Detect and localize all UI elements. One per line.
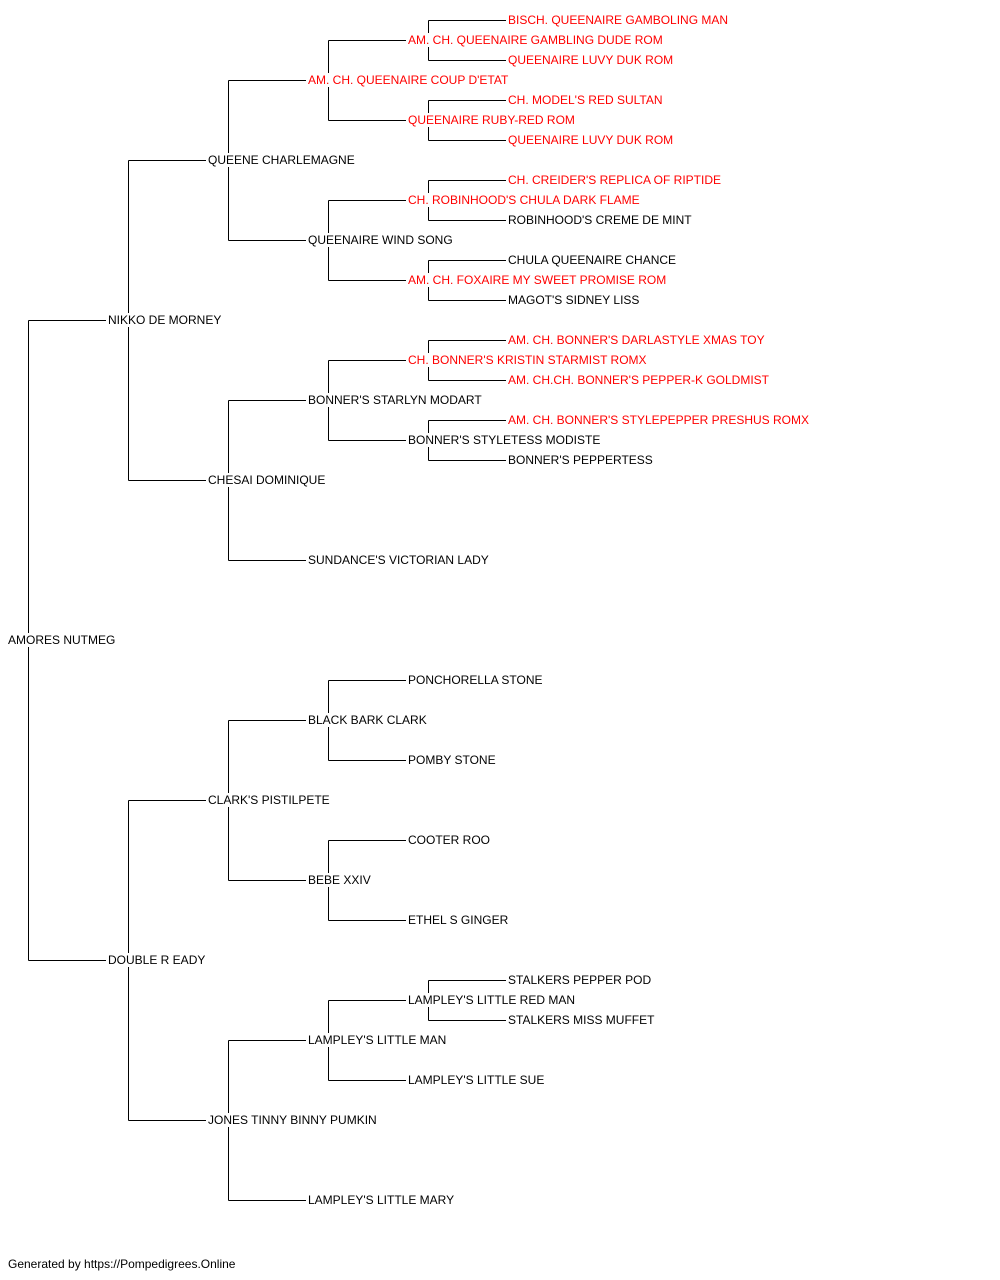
pedigree-node-pomby-stone: POMBY STONE (408, 753, 498, 767)
pedigree-node-lampley-s-little-sue: LAMPLEY'S LITTLE SUE (408, 1073, 547, 1087)
pedigree-node-am-ch-ch-bonner-s-pepper-k-goldmist: AM. CH.CH. BONNER'S PEPPER-K GOLDMIST (508, 373, 771, 387)
pedigree-node-am-ch-queenaire-coup-d-etat: AM. CH. QUEENAIRE COUP D'ETAT (308, 73, 511, 87)
pedigree-node-bonner-s-starlyn-modart: BONNER'S STARLYN MODART (308, 393, 484, 407)
pedigree-node-lampley-s-little-mary: LAMPLEY'S LITTLE MARY (308, 1193, 457, 1207)
pedigree-node-bisch-queenaire-gamboling-man: BISCH. QUEENAIRE GAMBOLING MAN (508, 13, 731, 27)
pedigree-node-ponchorella-stone: PONCHORELLA STONE (408, 673, 545, 687)
pedigree-node-queene-charlemagne: QUEENE CHARLEMAGNE (208, 153, 357, 167)
pedigree-node-am-ch-bonner-s-darlastyle-xmas-toy: AM. CH. BONNER'S DARLASTYLE XMAS TOY (508, 333, 767, 347)
pedigree-node-am-ch-foxaire-my-sweet-promise-rom: AM. CH. FOXAIRE MY SWEET PROMISE ROM (408, 273, 669, 287)
pedigree-node-cooter-roo: COOTER ROO (408, 833, 493, 847)
pedigree-node-chula-queenaire-chance: CHULA QUEENAIRE CHANCE (508, 253, 679, 267)
pedigree-node-queenaire-luvy-duk-rom: QUEENAIRE LUVY DUK ROM (508, 53, 676, 67)
pedigree-node-ch-bonner-s-kristin-starmist-romx: CH. BONNER'S KRISTIN STARMIST ROMX (408, 353, 649, 367)
pedigree-node-chesai-dominique: CHESAI DOMINIQUE (208, 473, 328, 487)
pedigree-node-black-bark-clark: BLACK BARK CLARK (308, 713, 429, 727)
pedigree-node-queenaire-luvy-duk-rom: QUEENAIRE LUVY DUK ROM (508, 133, 676, 147)
pedigree-node-robinhood-s-creme-de-mint: ROBINHOOD'S CREME DE MINT (508, 213, 694, 227)
pedigree-node-ch-robinhood-s-chula-dark-flame: CH. ROBINHOOD'S CHULA DARK FLAME (408, 193, 642, 207)
pedigree-node-stalkers-miss-muffet: STALKERS MISS MUFFET (508, 1013, 657, 1027)
generated-by-footer: Generated by https://Pompedigrees.Online (8, 1257, 236, 1271)
pedigree-node-clark-s-pistilpete: CLARK'S PISTILPETE (208, 793, 332, 807)
pedigree-node-am-ch-queenaire-gambling-dude-rom: AM. CH. QUEENAIRE GAMBLING DUDE ROM (408, 33, 665, 47)
pedigree-node-nikko-de-morney: NIKKO DE MORNEY (108, 313, 224, 327)
pedigree-node-ch-creider-s-replica-of-riptide: CH. CREIDER'S REPLICA OF RIPTIDE (508, 173, 723, 187)
pedigree-node-sundance-s-victorian-lady: SUNDANCE'S VICTORIAN LADY (308, 553, 491, 567)
pedigree-node-bonner-s-peppertess: BONNER'S PEPPERTESS (508, 453, 655, 467)
pedigree-node-stalkers-pepper-pod: STALKERS PEPPER POD (508, 973, 654, 987)
pedigree-node-queenaire-wind-song: QUEENAIRE WIND SONG (308, 233, 455, 247)
pedigree-node-lampley-s-little-red-man: LAMPLEY'S LITTLE RED MAN (408, 993, 578, 1007)
pedigree-node-am-ch-bonner-s-stylepepper-preshus-romx: AM. CH. BONNER'S STYLEPEPPER PRESHUS ROM… (508, 413, 812, 427)
pedigree-node-amores-nutmeg: AMORES NUTMEG (8, 633, 118, 647)
pedigree-node-bonner-s-styletess-modiste: BONNER'S STYLETESS MODISTE (408, 433, 603, 447)
pedigree-node-bebe-xxiv: BEBE XXIV (308, 873, 373, 887)
pedigree-node-lampley-s-little-man: LAMPLEY'S LITTLE MAN (308, 1033, 449, 1047)
pedigree-node-ethel-s-ginger: ETHEL S GINGER (408, 913, 511, 927)
pedigree-node-magot-s-sidney-liss: MAGOT'S SIDNEY LISS (508, 293, 642, 307)
pedigree-node-queenaire-ruby-red-rom: QUEENAIRE RUBY-RED ROM (408, 113, 577, 127)
pedigree-node-double-r-eady: DOUBLE R EADY (108, 953, 208, 967)
pedigree-node-jones-tinny-binny-pumkin: JONES TINNY BINNY PUMKIN (208, 1113, 379, 1127)
pedigree-node-ch-model-s-red-sultan: CH. MODEL'S RED SULTAN (508, 93, 665, 107)
